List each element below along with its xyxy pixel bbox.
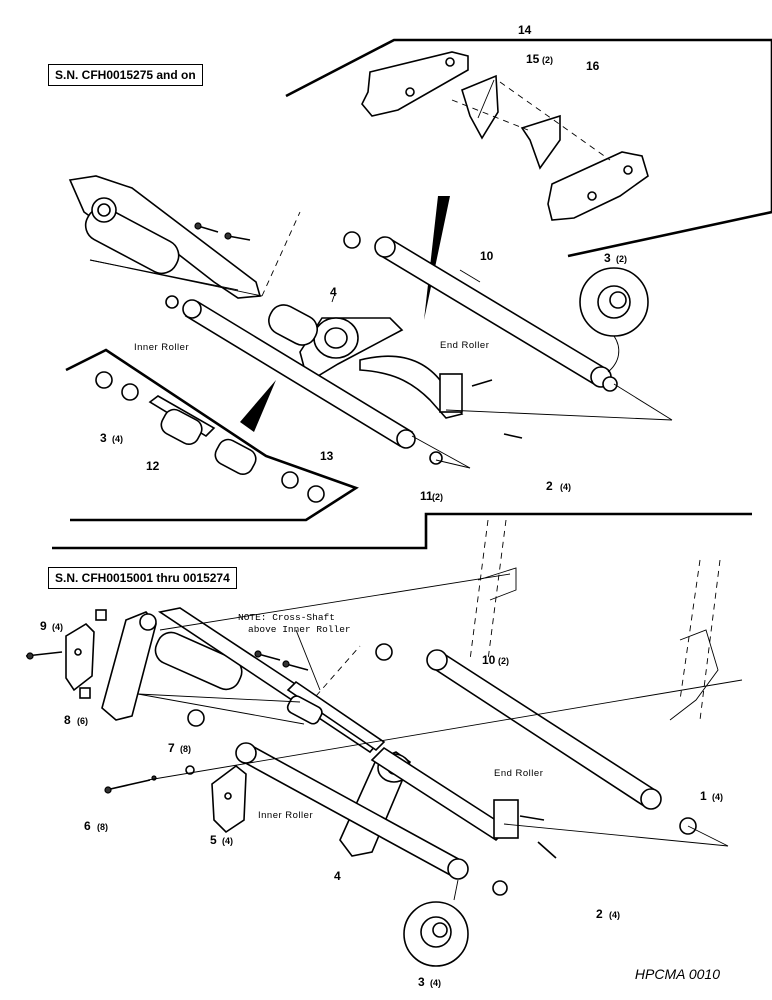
callout-3-top-qty: (2) <box>616 254 627 264</box>
end-roller-10-bottom <box>375 643 697 835</box>
callout-1-qty: (4) <box>712 792 723 802</box>
callout-9-qty: (4) <box>52 622 63 632</box>
callout-3-top: 3 <box>604 251 611 265</box>
callout-3-left: 3 <box>100 431 107 445</box>
callout-3-bottom-qty: (4) <box>430 978 441 988</box>
section-top-header: S.N. CFH0015275 and on <box>48 64 203 86</box>
nut-7 <box>151 765 195 781</box>
detail-pointer <box>424 196 450 320</box>
upper-arm <box>68 175 262 299</box>
frame-outline <box>469 519 721 721</box>
callout-1: 1 <box>700 789 707 803</box>
callout-13: 13 <box>320 449 334 463</box>
section-bottom-header: S.N. CFH0015001 thru 0015274 <box>48 567 237 589</box>
end-bracket <box>359 355 464 419</box>
bracket-16 <box>547 151 649 221</box>
end-bolts <box>471 379 523 439</box>
bracket-14 <box>361 51 469 117</box>
inset-bushing-3 <box>579 267 649 373</box>
callout-11-qty: (2) <box>432 492 443 502</box>
upper-bolts <box>194 222 251 241</box>
top-callouts: 14 15 (2) 16 10 3 (2) 4 3 (4) 12 13 11 (… <box>100 23 627 503</box>
callout-4-top: 4 <box>330 285 337 299</box>
callout-10-bottom-qty: (2) <box>498 656 509 666</box>
wedge-15 <box>461 74 499 140</box>
figure-id: HPCMA 0010 <box>634 966 720 982</box>
bottom-bolts <box>254 650 309 671</box>
label-end-roller-bottom: End Roller <box>494 768 543 779</box>
callout-5-qty: (4) <box>222 836 233 846</box>
end-bracket-bottom <box>493 799 557 859</box>
callout-6-qty: (8) <box>97 822 108 832</box>
callout-4-bottom: 4 <box>334 869 341 883</box>
callout-10: 10 <box>480 249 494 263</box>
callout-8: 8 <box>64 713 71 727</box>
callout-2-top-qty: (4) <box>560 482 571 492</box>
callout-11: 11 <box>420 489 433 503</box>
label-inner-roller-top: Inner Roller <box>134 342 189 353</box>
clamp-5 <box>211 764 247 834</box>
callout-7: 7 <box>168 741 175 755</box>
note-line-1: NOTE: Cross-Shaft <box>238 612 335 623</box>
callout-6: 6 <box>84 819 91 833</box>
callout-3-left-qty: (4) <box>112 434 123 444</box>
callout-15: 15 <box>526 52 540 66</box>
roller-set-12 <box>95 371 325 503</box>
cross-shaft <box>286 680 386 752</box>
callout-12: 12 <box>146 459 160 473</box>
label-inner-roller-bottom: Inner Roller <box>258 810 313 821</box>
callout-7-qty: (8) <box>180 744 191 754</box>
callout-9: 9 <box>40 619 47 633</box>
callout-16: 16 <box>586 59 600 73</box>
bearing-plate-4 <box>268 304 404 384</box>
inner-roller-bottom <box>187 709 508 896</box>
section-divider <box>52 512 752 550</box>
callout-2-bottom: 2 <box>596 907 603 921</box>
wedge-16 <box>520 114 561 170</box>
inner-roller-13 <box>165 295 443 465</box>
top-assembly <box>65 38 772 522</box>
lower-detail-pointer <box>240 380 276 432</box>
inset-bushing-3-bottom <box>403 879 469 967</box>
callout-2-top: 2 <box>546 479 553 493</box>
detail-panel-frame <box>285 38 772 258</box>
end-roller-10 <box>343 231 618 392</box>
label-end-roller-top: End Roller <box>440 340 489 351</box>
callout-10-bottom: 10 <box>482 653 496 667</box>
callout-14: 14 <box>518 23 532 37</box>
callout-5: 5 <box>210 833 217 847</box>
callout-8-qty: (6) <box>77 716 88 726</box>
callout-3-bottom: 3 <box>418 975 425 989</box>
callout-15-qty: (2) <box>542 55 553 65</box>
bottom-assembly <box>25 519 743 967</box>
clamp-9 <box>25 622 95 692</box>
bottom-callouts: 9 (4) 8 (6) NOTE: Cross-Shaft above Inne… <box>40 612 723 989</box>
shim-8 <box>79 609 107 699</box>
callout-2-bottom-qty: (4) <box>609 910 620 920</box>
bolt-6 <box>104 779 151 794</box>
lower-detail-frame <box>65 348 359 522</box>
note-line-2: above Inner Roller <box>248 624 351 635</box>
